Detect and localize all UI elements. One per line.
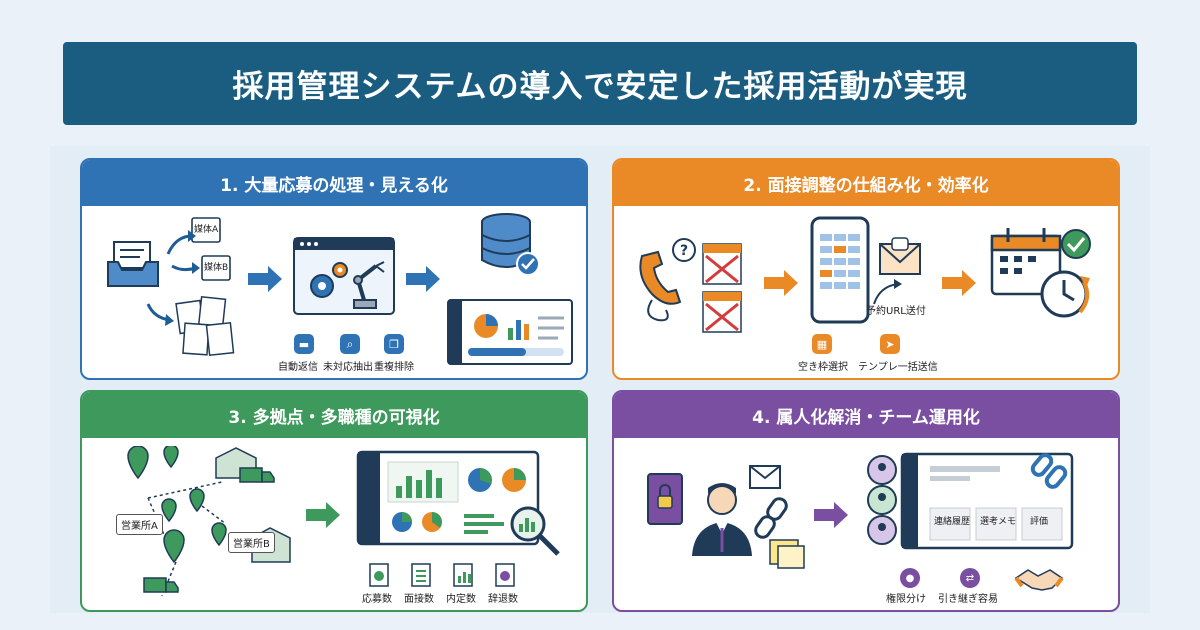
feature-label: 引き継ぎ容易 (938, 594, 998, 605)
feature-label: 権限分け (886, 594, 926, 605)
metric-label: 内定数 (446, 594, 476, 605)
column-label: 連絡履歴 (934, 517, 971, 527)
panel-body: 営業所A 営業所B (82, 438, 586, 610)
document-stack-icon (146, 296, 235, 356)
feature-label: 未対応抽出 (323, 362, 373, 373)
gear-icon (310, 262, 348, 298)
url-note: 予約URL送付 (866, 306, 926, 317)
automation-window (293, 237, 395, 315)
calendar-small-icon: ▦ (812, 334, 832, 354)
arrow-right-icon (814, 502, 848, 528)
panel-heading: 3. 多拠点・多職種の可視化 (82, 392, 586, 438)
metric-label: 応募数 (362, 594, 392, 605)
dashboard-icon (447, 299, 573, 365)
sticky-note-icon (769, 539, 805, 569)
media-label-b: 媒体B (204, 263, 229, 273)
arrow-right-icon (248, 266, 282, 292)
inflow-arrows (166, 230, 200, 274)
team-dashboard (867, 452, 1074, 550)
search-icon: ⌕ (340, 334, 360, 354)
panel-team-operations: 4. 属人化解消・チーム運用化 (612, 390, 1120, 612)
column-label: 評価 (1030, 517, 1049, 527)
handshake-icon (1014, 569, 1064, 591)
feature-label: テンプレ一括送信 (858, 362, 938, 373)
magnifier-icon (510, 506, 560, 556)
handover-icon: ⇄ (960, 568, 980, 588)
feature-label: 自動返信 (278, 362, 318, 373)
arrow-right-icon (306, 502, 340, 528)
link-icon (1030, 453, 1068, 489)
clock-icon (1040, 270, 1090, 318)
person-icon (692, 483, 752, 556)
page-title: 採用管理システムの導入で安定した採用活動が実現 (232, 69, 968, 105)
arrow-right-icon (764, 270, 798, 296)
arrow-right-icon (942, 270, 976, 296)
branch-label-a: 営業所A (116, 514, 163, 535)
branch-map (127, 446, 291, 597)
truck-icon (143, 467, 275, 593)
panel-body: ? 予約UR (614, 206, 1118, 378)
panel-heading: 4. 属人化解消・チーム運用化 (614, 392, 1118, 438)
column-label: 選考メモ (980, 517, 1017, 527)
metric-label: 辞退数 (488, 594, 518, 605)
dashboard-icon (356, 450, 560, 556)
calendar-crossed-icon (702, 243, 742, 333)
svg-text:?: ? (680, 243, 688, 259)
panel-heading: 1. 大量応募の処理・見える化 (82, 160, 586, 206)
phone-icon: ? (639, 238, 696, 322)
panel-multi-site-visibility: 3. 多拠点・多職種の可視化 営業所A 営業所B (80, 390, 588, 612)
document-icon (191, 217, 221, 243)
panel-bulk-applications: 1. 大量応募の処理・見える化 媒体A 媒体B (80, 158, 588, 380)
auto-reply-icon: ▬ (294, 334, 314, 354)
mail-link-icon (873, 237, 921, 305)
map-pin-icon (127, 446, 227, 564)
panel-interview-scheduling: 2. 面接調整の仕組み化・効率化 ? (612, 158, 1120, 380)
question-icon (672, 238, 696, 262)
calendar-check-icon (990, 228, 1091, 318)
document-icon (201, 255, 231, 281)
smartphone-icon (810, 216, 870, 324)
database-icon (481, 213, 540, 276)
metric-label: 面接数 (404, 594, 434, 605)
feature-label: 重複排除 (374, 362, 414, 373)
panel-body: 連絡履歴 選考メモ 評価 ● 権限分け ⇄ 引き継ぎ容易 (614, 438, 1118, 610)
duplicate-icon: ❐ (384, 334, 404, 354)
title-banner: 採用管理システムの導入で安定した採用活動が実現 (63, 42, 1137, 125)
send-icon: ➤ (880, 334, 900, 354)
broken-link-icon (749, 465, 805, 569)
robot-arm-icon (353, 261, 385, 309)
feature-label: 空き枠選択 (798, 362, 848, 373)
branch-label-b: 営業所B (228, 532, 275, 553)
panel-heading: 2. 面接調整の仕組み化・効率化 (614, 160, 1118, 206)
check-icon (1061, 229, 1091, 259)
permission-icon: ● (900, 568, 920, 588)
metric-icons (369, 563, 515, 587)
media-label-a: 媒体A (194, 225, 219, 235)
notebook-lock-icon (647, 473, 683, 525)
arrow-right-icon (406, 266, 440, 292)
inbox-icon (107, 241, 159, 287)
panel-body: 媒体A 媒体B (82, 206, 586, 378)
